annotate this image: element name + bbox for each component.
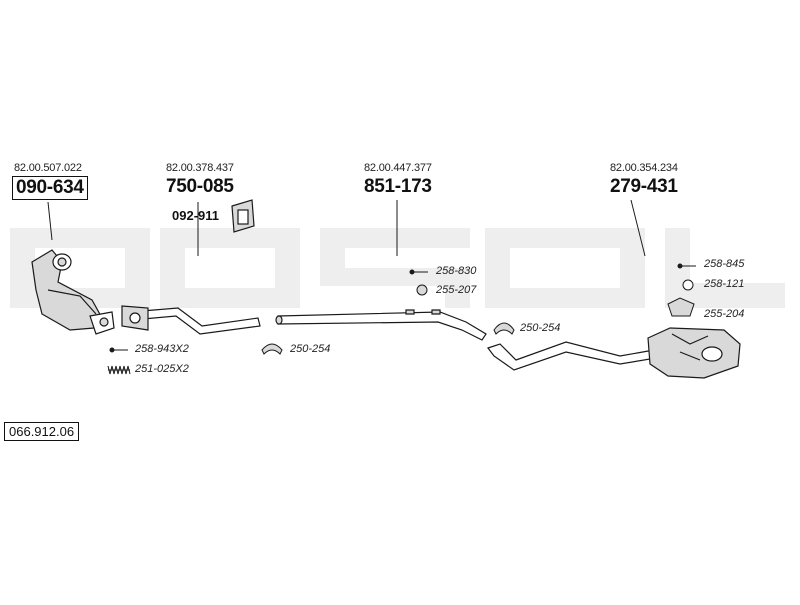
- gasket-icon: [416, 284, 428, 296]
- rear-silencer: [487, 327, 741, 379]
- part-number-bracket[interactable]: 092-911: [172, 208, 219, 223]
- part-number-intermediate[interactable]: 851-173: [364, 176, 432, 197]
- oe-number: 82.00.378.437: [166, 162, 234, 174]
- accessory-label: 258-830: [436, 265, 477, 277]
- oe-number: 82.00.354.234: [610, 162, 678, 174]
- intermediate-pipe: [275, 309, 487, 341]
- accessory-label: 258-121: [704, 278, 745, 290]
- part-number-rear[interactable]: 279-431: [610, 176, 678, 197]
- accessory-label: 250-254: [290, 343, 331, 355]
- accessory-icons: [107, 263, 696, 375]
- front-pipe: [121, 305, 261, 335]
- ring-icon: [682, 279, 694, 291]
- accessory-label: 251-025X2: [135, 363, 189, 375]
- accessory-label: 258-943X2: [135, 343, 189, 355]
- hanger-icon: [667, 297, 695, 317]
- oe-number: 82.00.447.377: [364, 162, 432, 174]
- bracket-092-911: [231, 199, 255, 233]
- catalytic-converter: [31, 249, 115, 335]
- oe-number: 82.00.507.022: [14, 162, 82, 174]
- part-number-cat[interactable]: 090-634: [12, 176, 88, 200]
- clamp-icon: [261, 343, 283, 355]
- diagram-reference: 066.912.06: [4, 422, 80, 441]
- accessory-label: 255-207: [436, 284, 477, 296]
- accessory-label: 258-845: [704, 258, 745, 270]
- clamp-icon: [493, 322, 515, 335]
- watermark-bosal: [10, 228, 785, 308]
- part-number-front-pipe[interactable]: 750-085: [166, 176, 234, 197]
- accessory-label: 250-254: [520, 322, 561, 334]
- leader-lines: [47, 199, 646, 257]
- accessory-label: 255-204: [704, 308, 745, 320]
- spring-icon: [107, 365, 131, 375]
